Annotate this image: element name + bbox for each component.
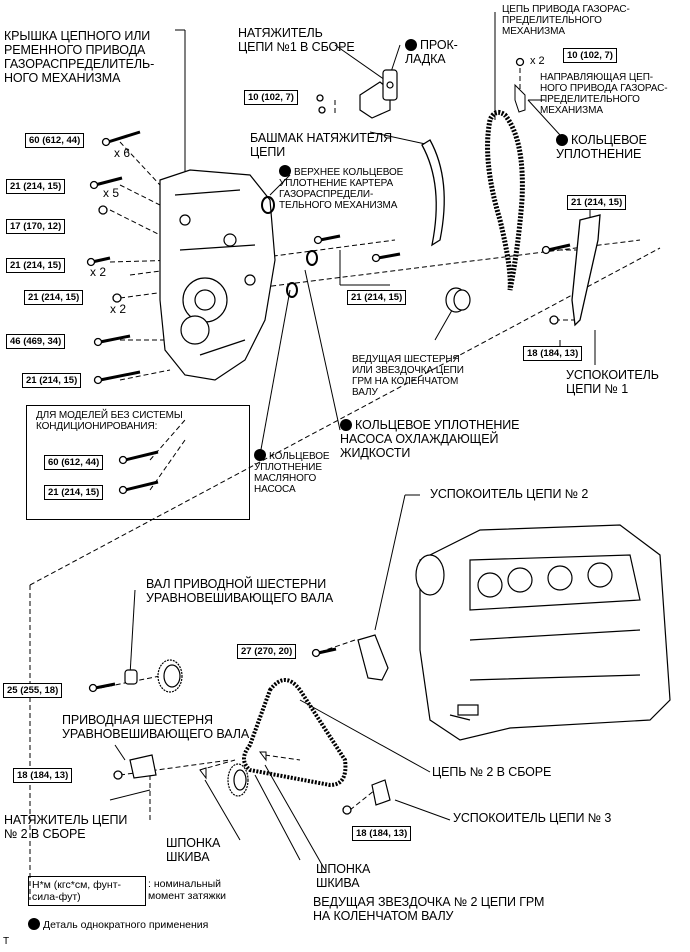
label-balancer-gear: ПРИВОДНАЯ ШЕСТЕРНЯ УРАВНОВЕШИВАЮЩЕГО ВАЛ… <box>62 713 250 741</box>
label-crank-sprocket-2: ВЕДУЩАЯ ЗВЕЗДОЧКА № 2 ЦЕПИ ГРМ НА КОЛЕНЧ… <box>313 895 545 923</box>
label-chain-guide: НАПРАВЛЯЮЩАЯ ЦЕП- НОГО ПРИВОДА ГАЗОРАС- … <box>540 72 668 116</box>
tensioner-shoe <box>421 139 445 247</box>
label-chain-2: ЦЕПЬ № 2 В СБОРЕ <box>432 765 552 779</box>
label-balancer-shaft: ВАЛ ПРИВОДНОЙ ШЕСТЕРНИ УРАВНОВЕШИВАЮЩЕГО… <box>146 577 334 605</box>
figure-mark: T <box>3 936 10 947</box>
torque-box: 18 (184, 13) <box>352 826 412 841</box>
single-use-marker <box>28 918 40 930</box>
torque-box: 21 (214, 15) <box>6 258 66 273</box>
torque-box: 60 (612, 44) <box>25 133 85 148</box>
torque-box: 21 (214, 15) <box>24 290 84 305</box>
label-gasket: ПРОК- ЛАДКА <box>405 38 458 66</box>
label-water-pump-seal: КОЛЬЦЕВОЕ УПЛОТНЕНИЕ НАСОСА ОХЛАЖДАЮЩЕЙ … <box>340 418 520 460</box>
torque-box: 27 (270, 20) <box>237 644 297 659</box>
torque-box: 10 (102, 7) <box>563 48 617 63</box>
torque-box: 21 (214, 15) <box>347 290 407 305</box>
tensioner-2 <box>129 754 157 779</box>
pulley-key-1 <box>199 767 207 780</box>
multiplier: x 5 <box>103 186 120 200</box>
multiplier: x 2 <box>90 265 107 279</box>
chain-damper-3 <box>371 779 391 806</box>
label-no-ac: ДЛЯ МОДЕЛЕЙ БЕЗ СИСТЕМЫ КОНДИЦИОНИРОВАНИ… <box>36 410 183 432</box>
label-pulley-key-1: ШПОНКА ШКИВА <box>166 836 221 864</box>
crank-sprocket <box>445 287 471 313</box>
torque-box: 25 (255, 18) <box>3 683 63 698</box>
single-use-marker <box>556 134 568 146</box>
multiplier: x 2 <box>110 302 127 316</box>
label-pulley-key-2: ШПОНКА ШКИВА <box>316 862 371 890</box>
torque-box: 21 (214, 15) <box>567 195 627 210</box>
torque-box: 21 (214, 15) <box>44 485 104 500</box>
engine-block <box>415 524 671 741</box>
timing-chain <box>485 109 525 291</box>
torque-box: 18 (184, 13) <box>13 768 73 783</box>
label-oring: КОЛЬЦЕВОЕ УПЛОТНЕНИЕ <box>556 133 647 161</box>
timing-cover <box>159 169 276 381</box>
multiplier: x 2 <box>530 55 545 67</box>
upper-seal-ring <box>261 196 275 214</box>
torque-box: 60 (612, 44) <box>44 455 104 470</box>
tensioner-1 <box>359 69 398 119</box>
label-tensioner-1: НАТЯЖИТЕЛЬ ЦЕПИ №1 В СБОРЕ <box>238 26 355 54</box>
legend-torque-unit: Н*м (кгс*см, фунт- сила-фут) <box>28 876 146 906</box>
label-damper-3: УСПОКОИТЕЛЬ ЦЕПИ № 3 <box>453 811 612 825</box>
torque-box: 46 (469, 34) <box>6 334 66 349</box>
single-use-marker <box>254 449 266 461</box>
torque-box: 18 (184, 13) <box>523 346 583 361</box>
single-use-marker <box>405 39 417 51</box>
label-damper-2: УСПОКОИТЕЛЬ ЦЕПИ № 2 <box>430 487 589 501</box>
oil-pump-oring <box>286 282 298 298</box>
torque-box: 10 (102, 7) <box>244 90 298 105</box>
chain-2 <box>242 678 348 788</box>
torque-box: 21 (214, 15) <box>6 179 66 194</box>
legend-torque-desc: : номинальный момент затяжки <box>148 878 227 902</box>
label-timing-cover: КРЫШКА ЦЕПНОГО ИЛИ РЕМЕННОГО ПРИВОДА ГАЗ… <box>4 29 155 85</box>
legend-single-use: Деталь однократного применения <box>28 918 208 931</box>
pulley-key-2 <box>259 751 267 762</box>
torque-box: 21 (214, 15) <box>22 373 82 388</box>
label-tensioner-shoe: БАШМАК НАТЯЖИТЕЛЯ ЦЕПИ <box>250 131 393 159</box>
water-pump-oring <box>306 250 318 266</box>
torque-box: 17 (170, 12) <box>6 219 66 234</box>
label-crank-sprocket: ВЕДУЩАЯ ШЕСТЕРНЯ ИЛИ ЗВЕЗДОЧКА ЦЕПИ ГРМ … <box>352 354 464 398</box>
label-timing-chain: ЦЕПЬ ПРИВОДА ГАЗОРАС- ПРЕДЕЛИТЕЛЬНОГО МЕ… <box>502 4 630 37</box>
single-use-marker <box>279 165 291 177</box>
chain-damper-1 <box>571 214 601 327</box>
single-use-marker <box>340 419 352 431</box>
label-tensioner-2: НАТЯЖИТЕЛЬ ЦЕПИ № 2 В СБОРЕ <box>4 813 128 841</box>
chain-guide <box>514 83 526 113</box>
label-upper-seal: ВЕРХНЕЕ КОЛЬЦЕВОЕ УПЛОТНЕНИЕ КАРТЕРА ГАЗ… <box>279 165 404 211</box>
no-ac-panel <box>26 405 250 520</box>
label-oil-pump-seal: КОЛЬЦЕВОЕ УПЛОТНЕНИЕ МАСЛЯНОГО НАСОСА <box>254 449 330 495</box>
label-damper-1: УСПОКОИТЕЛЬ ЦЕПИ № 1 <box>566 368 659 396</box>
crank-sprocket-2 <box>227 763 249 797</box>
multiplier: x 6 <box>114 146 131 160</box>
balancer-drive-gear <box>124 659 183 693</box>
chain-damper-2 <box>357 634 389 681</box>
